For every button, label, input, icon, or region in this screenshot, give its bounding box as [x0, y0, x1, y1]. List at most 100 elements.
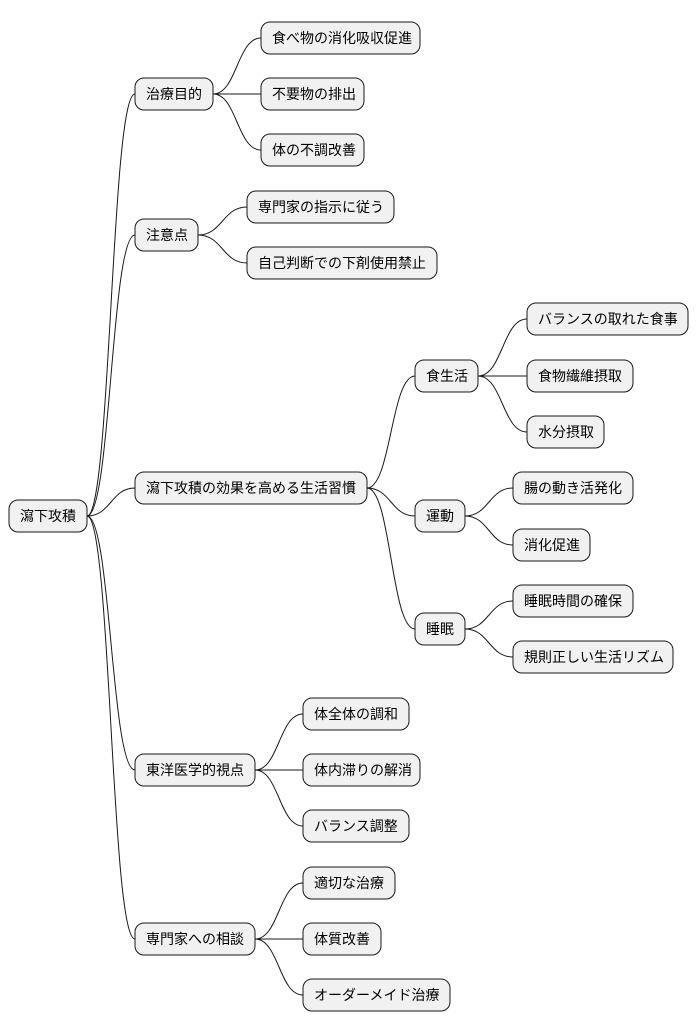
node-label: 東洋医学的視点: [146, 763, 244, 779]
node-label: 瀉下攻積の効果を高める生活習慣: [146, 480, 356, 497]
node-label: バランスの取れた食事: [538, 311, 678, 328]
node-box: [414, 612, 466, 646]
node-label: 適切な治療: [314, 875, 384, 892]
mindmap-node-leaf-r-2-2-1: 規則正しい生活リズム: [512, 640, 674, 674]
mindmap-edge-r-2-2-1: [464, 628, 514, 658]
node-label: 睡眠時間の確保: [524, 594, 622, 610]
node-label: 運動: [426, 509, 454, 525]
mindmap-edge-r-2-2-0: [464, 600, 514, 630]
mindmap-node-leaf-r-2-2-0: 睡眠時間の確保: [512, 584, 634, 618]
node-box: [302, 697, 410, 731]
mindmap-edge-r-3-2: [254, 769, 304, 827]
node-label: 自己判断での下剤使用禁止: [258, 255, 426, 272]
mindmap-node-leaf-r-4-2: オーダーメイド治療: [302, 978, 451, 1012]
mindmap-node-root-r: 瀉下攻積: [8, 499, 88, 533]
node-label: 体全体の調和: [314, 706, 398, 723]
mindmap-node-leaf-r-3-1: 体内滞りの解消: [302, 753, 421, 787]
mindmap-edge-r-4-2: [254, 938, 304, 996]
node-box: [512, 640, 674, 674]
mindmap-node-subbranch-r-2-1: 運動: [414, 499, 466, 533]
node-label: バランス調整: [314, 819, 398, 835]
node-label: 体の不調改善: [272, 143, 356, 159]
node-label: 食生活: [426, 368, 468, 385]
mindmap-node-leaf-r-0-0: 食べ物の消化吸収促進: [260, 21, 421, 55]
mindmap-edge-r-2-2: [366, 487, 416, 630]
node-label: 消化促進: [524, 538, 580, 554]
mindmap-edge-r-0-2: [212, 93, 262, 151]
mindmap-node-leaf-r-2-0-0: バランスの取れた食事: [526, 302, 689, 336]
node-label: 体内滞りの解消: [314, 763, 412, 779]
node-label: 治療目的: [146, 86, 202, 103]
mindmap-edge-r-1: [86, 234, 136, 517]
node-box: [302, 922, 382, 956]
node-box: [246, 190, 395, 224]
node-label: 食物繊維摂取: [538, 368, 622, 385]
mindmap-node-leaf-r-4-0: 適切な治療: [302, 866, 396, 900]
mindmap-edge-r-2-0-0: [477, 318, 528, 377]
node-box: [512, 584, 634, 618]
mindmap-node-branch-r-1: 注意点: [134, 218, 199, 252]
node-label: 専門家への相談: [146, 931, 244, 948]
node-label: 水分摂取: [538, 425, 594, 441]
node-label: 規則正しい生活リズム: [524, 650, 664, 666]
node-label: 注意点: [146, 227, 188, 244]
node-label: 瀉下攻積: [20, 508, 76, 525]
mindmap-node-leaf-r-2-0-1: 食物繊維摂取: [526, 359, 634, 393]
mindmap-edge-r-4-0: [254, 882, 304, 940]
node-box: [134, 77, 214, 111]
mindmap-edge-r-2: [86, 487, 136, 517]
node-box: [302, 866, 396, 900]
mindmap-node-branch-r-3: 東洋医学的視点: [134, 753, 256, 787]
mindmap-edge-r-0: [86, 93, 136, 517]
node-box: [260, 133, 365, 167]
mindmap-node-leaf-r-3-2: バランス調整: [302, 809, 410, 843]
node-box: [302, 809, 410, 843]
mindmap-edge-r-3-0: [254, 713, 304, 771]
mindmap-node-leaf-r-2-1-0: 腸の動き活発化: [512, 471, 634, 505]
mindmap-node-leaf-r-2-0-2: 水分摂取: [526, 415, 605, 449]
mindmap-node-leaf-r-4-1: 体質改善: [302, 922, 382, 956]
mindmap-edges: [86, 37, 528, 996]
node-box: [134, 218, 199, 252]
node-box: [526, 359, 634, 393]
mindmap-node-leaf-r-0-1: 不要物の排出: [260, 77, 365, 111]
node-box: [526, 415, 605, 449]
mindmap-edge-r-2-1-1: [464, 515, 514, 546]
node-box: [512, 471, 634, 505]
node-box: [134, 922, 256, 956]
node-box: [526, 302, 689, 336]
mindmap-edge-r-2-0: [366, 375, 416, 489]
node-label: 睡眠: [426, 622, 454, 638]
node-box: [414, 359, 479, 393]
mindmap-edge-r-2-0-2: [477, 375, 528, 433]
node-box: [302, 978, 451, 1012]
mindmap-node-branch-r-4: 専門家への相談: [134, 922, 256, 956]
node-box: [512, 528, 591, 562]
mindmap-edge-r-2-1-0: [464, 487, 514, 517]
node-label: 腸の動き活発化: [524, 481, 622, 497]
node-box: [414, 499, 466, 533]
node-box: [134, 471, 368, 505]
mindmap-edge-r-2-1: [366, 487, 416, 517]
node-label: オーダーメイド治療: [314, 987, 439, 1004]
node-label: 不要物の排出: [272, 87, 356, 103]
mindmap-edge-r-0-0: [212, 37, 262, 95]
mindmap-edge-r-1-0: [197, 206, 248, 236]
mindmap-edge-r-1-1: [197, 234, 248, 264]
node-box: [8, 499, 88, 533]
node-box: [246, 246, 438, 280]
node-label: 体質改善: [314, 932, 370, 948]
mindmap-node-subbranch-r-2-2: 睡眠: [414, 612, 466, 646]
node-box: [302, 753, 421, 787]
mindmap-node-leaf-r-3-0: 体全体の調和: [302, 697, 410, 731]
node-label: 食べ物の消化吸収促進: [272, 30, 412, 47]
mindmap-node-leaf-r-2-1-1: 消化促進: [512, 528, 591, 562]
mindmap-node-leaf-r-1-1: 自己判断での下剤使用禁止: [246, 246, 438, 280]
node-box: [260, 77, 365, 111]
mindmap-edge-r-3: [86, 515, 136, 771]
mindmap-node-branch-r-0: 治療目的: [134, 77, 214, 111]
node-box: [134, 753, 256, 787]
node-label: 専門家の指示に従う: [258, 199, 384, 216]
